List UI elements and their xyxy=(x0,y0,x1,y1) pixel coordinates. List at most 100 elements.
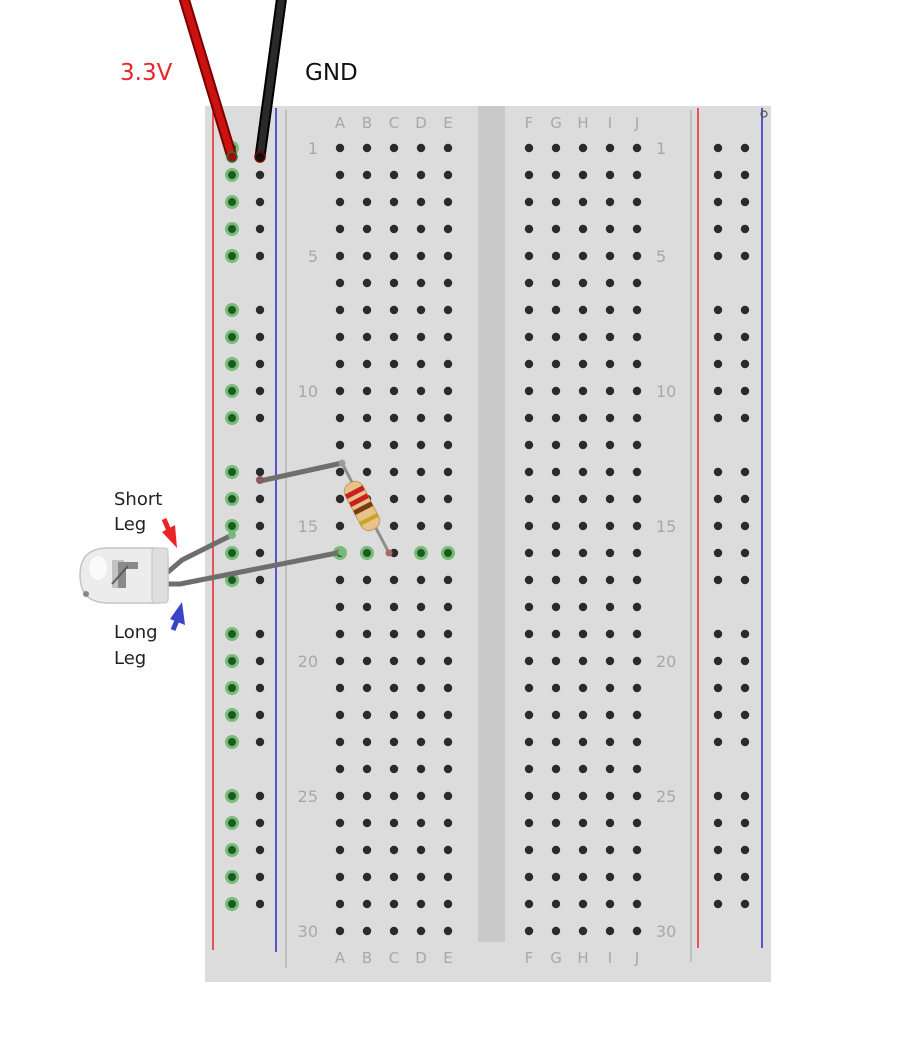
hole-J8 xyxy=(632,332,642,342)
column-label-bottom-A: A xyxy=(335,949,346,967)
row-number-right-15: 15 xyxy=(656,517,676,536)
hole-E20 xyxy=(443,656,453,666)
hole-B28 xyxy=(362,872,372,882)
hole-J14 xyxy=(632,494,642,504)
hole-A7 xyxy=(335,305,345,315)
hole-I16 xyxy=(605,548,615,558)
column-label-bottom-I: I xyxy=(608,949,612,967)
left-rail-positive-hole xyxy=(228,387,236,395)
hole-F9 xyxy=(524,359,534,369)
hole-F15 xyxy=(524,521,534,531)
left-rail-negative-hole xyxy=(255,791,265,801)
hole-A15 xyxy=(335,521,345,531)
left-rail-negative-hole xyxy=(255,872,265,882)
right-rail-positive-hole xyxy=(713,818,723,828)
hole-J12 xyxy=(632,440,642,450)
hole-H4 xyxy=(578,224,588,234)
hole-I30 xyxy=(605,926,615,936)
hole-A2 xyxy=(335,170,345,180)
right-rail-positive-hole xyxy=(713,386,723,396)
hole-H27 xyxy=(578,845,588,855)
left-rail-positive-hole xyxy=(228,468,236,476)
row-number-right-5: 5 xyxy=(656,247,666,266)
hole-B1 xyxy=(362,143,372,153)
hole-D8 xyxy=(416,332,426,342)
hole-D20 xyxy=(416,656,426,666)
left-rail-positive-hole xyxy=(228,414,236,422)
resistor-band-2 xyxy=(348,493,370,508)
hole-F18 xyxy=(524,602,534,612)
right-rail-positive-hole xyxy=(713,872,723,882)
hole-C16 xyxy=(389,548,399,558)
left-rail-positive-hole xyxy=(228,630,236,638)
column-label-bottom-D: D xyxy=(415,949,427,967)
column-label-top-A: A xyxy=(335,114,346,132)
right-rail-positive-hole xyxy=(713,791,723,801)
supply-wire-tip xyxy=(226,151,238,163)
hole-J18 xyxy=(632,602,642,612)
row-number-left-20: 20 xyxy=(298,652,318,671)
hole-H2 xyxy=(578,170,588,180)
hole-D30 xyxy=(416,926,426,936)
hole-B30 xyxy=(362,926,372,936)
hole-I29 xyxy=(605,899,615,909)
hole-D6 xyxy=(416,278,426,288)
hole-G7 xyxy=(551,305,561,315)
hole-F22 xyxy=(524,710,534,720)
right-rail-positive-hole xyxy=(713,656,723,666)
hole-G22 xyxy=(551,710,561,720)
hole-C11 xyxy=(389,413,399,423)
right-rail-positive-hole xyxy=(713,332,723,342)
right-rail-negative-hole xyxy=(740,332,750,342)
column-label-top-D: D xyxy=(415,114,427,132)
hole-B13 xyxy=(362,467,372,477)
hole-D13 xyxy=(416,467,426,477)
hole-J9 xyxy=(632,359,642,369)
hole-D15 xyxy=(416,521,426,531)
hole-D26 xyxy=(416,818,426,828)
column-label-bottom-G: G xyxy=(550,949,562,967)
right-rail-positive-hole xyxy=(713,143,723,153)
hole-H3 xyxy=(578,197,588,207)
resistor-band-4 xyxy=(359,512,379,526)
column-label-bottom-H: H xyxy=(577,949,588,967)
hole-A17 xyxy=(335,575,345,585)
led-short-leg xyxy=(165,531,236,575)
hole-D17 xyxy=(416,575,426,585)
hole-G29 xyxy=(551,899,561,909)
hole-F25 xyxy=(524,791,534,801)
right-rail-negative-hole xyxy=(740,683,750,693)
hole-I5 xyxy=(605,251,615,261)
hole-I26 xyxy=(605,818,615,828)
supply-voltage-label: 3.3V xyxy=(120,60,173,86)
hole-F12 xyxy=(524,440,534,450)
hole-E22 xyxy=(443,710,453,720)
hole-C25 xyxy=(389,791,399,801)
left-rail-negative-hole xyxy=(255,683,265,693)
hole-A30 xyxy=(335,926,345,936)
right-rail-negative-hole xyxy=(740,548,750,558)
hole-J3 xyxy=(632,197,642,207)
hole-H15 xyxy=(578,521,588,531)
left-rail-positive-hole xyxy=(228,252,236,260)
hole-C2 xyxy=(389,170,399,180)
hole-F8 xyxy=(524,332,534,342)
left-rail-positive-hole xyxy=(228,657,236,665)
hole-H13 xyxy=(578,467,588,477)
hole-E26 xyxy=(443,818,453,828)
hole-D14 xyxy=(416,494,426,504)
hole-E14 xyxy=(443,494,453,504)
hole-C28 xyxy=(389,872,399,882)
hole-J13 xyxy=(632,467,642,477)
hole-F11 xyxy=(524,413,534,423)
hole-A1 xyxy=(335,143,345,153)
hole-A4 xyxy=(335,224,345,234)
hole-H5 xyxy=(578,251,588,261)
hole-G20 xyxy=(551,656,561,666)
right-rail-positive-hole xyxy=(713,224,723,234)
right-rail-positive-hole xyxy=(713,467,723,477)
hole-H1 xyxy=(578,143,588,153)
left-rail-positive-hole xyxy=(228,846,236,854)
left-rail-negative-hole xyxy=(255,845,265,855)
hole-J15 xyxy=(632,521,642,531)
